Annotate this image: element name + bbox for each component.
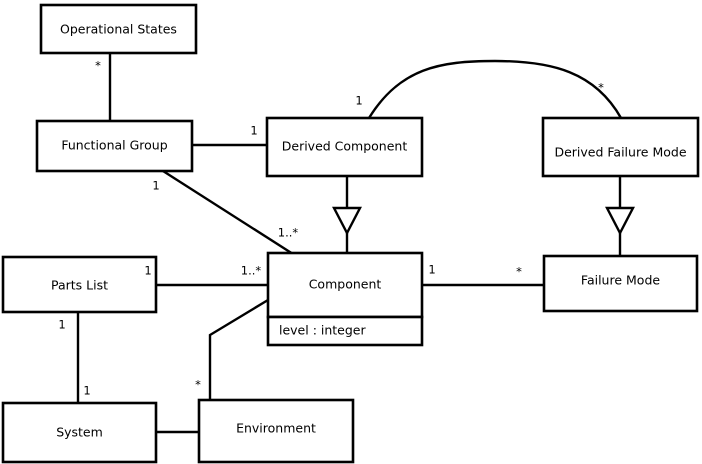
multiplicity-operational-states-functional-group: * xyxy=(95,59,101,73)
multiplicity-environment-component: * xyxy=(195,378,201,392)
class-box-rect-functional-group xyxy=(35,119,194,173)
class-name-derived-component: Derived Component xyxy=(282,139,408,154)
multiplicity-component-failure-mode-source: 1 xyxy=(428,263,435,277)
multiplicity-derived-component-arc: 1 xyxy=(355,94,362,108)
class-box-rect-derived-component xyxy=(265,116,424,178)
class-box-failure-mode[interactable]: Failure Mode xyxy=(542,254,699,313)
multiplicity-parts-list-system-source: 1 xyxy=(58,318,65,332)
generalization-triangle-derived-component-component xyxy=(332,206,362,236)
class-box-environment[interactable]: Environment xyxy=(197,398,355,464)
class-name-derived-failure-mode: Derived Failure Mode xyxy=(554,145,686,160)
class-box-operational-states[interactable]: Operational States xyxy=(39,3,198,55)
class-box-rect-system xyxy=(1,401,158,464)
class-box-parts-list[interactable]: Parts List xyxy=(1,255,158,314)
multiplicity-component-failure-mode-target: * xyxy=(516,265,522,279)
multiplicity-parts-list-component-source: 1 xyxy=(144,264,151,278)
multiplicity-parts-list-component-target: 1..* xyxy=(241,264,262,278)
class-box-derived-component[interactable]: Derived Component xyxy=(265,116,424,178)
class-box-rect-failure-mode xyxy=(542,254,699,313)
class-box-rect-parts-list xyxy=(1,255,158,314)
association-environment-component xyxy=(208,298,269,400)
multiplicity-derived-failure-mode-arc: * xyxy=(598,81,604,95)
class-name-system: System xyxy=(56,425,103,440)
class-box-rect-derived-failure-mode xyxy=(541,116,700,178)
class-name-parts-list: Parts List xyxy=(51,278,108,293)
multiplicity-functional-group-derived-component: 1 xyxy=(250,124,257,138)
generalization-triangle-derived-failure-mode-failure-mode xyxy=(605,206,635,236)
class-box-rect-environment xyxy=(197,398,355,464)
class-box-rect-operational-states xyxy=(39,3,198,55)
association-functional-group-component xyxy=(162,169,294,256)
class-box-rect-component-attributes xyxy=(266,315,424,347)
class-name-component: Component xyxy=(309,277,382,292)
class-attribute-component-level: level : integer xyxy=(279,323,366,338)
class-name-failure-mode: Failure Mode xyxy=(581,273,660,288)
class-name-environment: Environment xyxy=(236,421,316,436)
multiplicity-functional-group-component-source: 1 xyxy=(152,179,159,193)
class-box-derived-failure-mode[interactable]: Derived Failure Mode xyxy=(541,116,700,178)
class-name-operational-states: Operational States xyxy=(60,22,177,37)
multiplicity-functional-group-component-target: 1..* xyxy=(278,226,299,240)
class-name-functional-group: Functional Group xyxy=(61,138,167,153)
class-box-functional-group[interactable]: Functional Group xyxy=(35,119,194,173)
multiplicity-parts-list-system-target: 1 xyxy=(83,384,90,398)
class-box-rect-component-name xyxy=(266,251,424,319)
association-derived-component-derived-failure-mode xyxy=(367,59,623,119)
class-box-component[interactable]: Component level : integer xyxy=(266,251,424,347)
class-box-system[interactable]: System xyxy=(1,401,158,464)
